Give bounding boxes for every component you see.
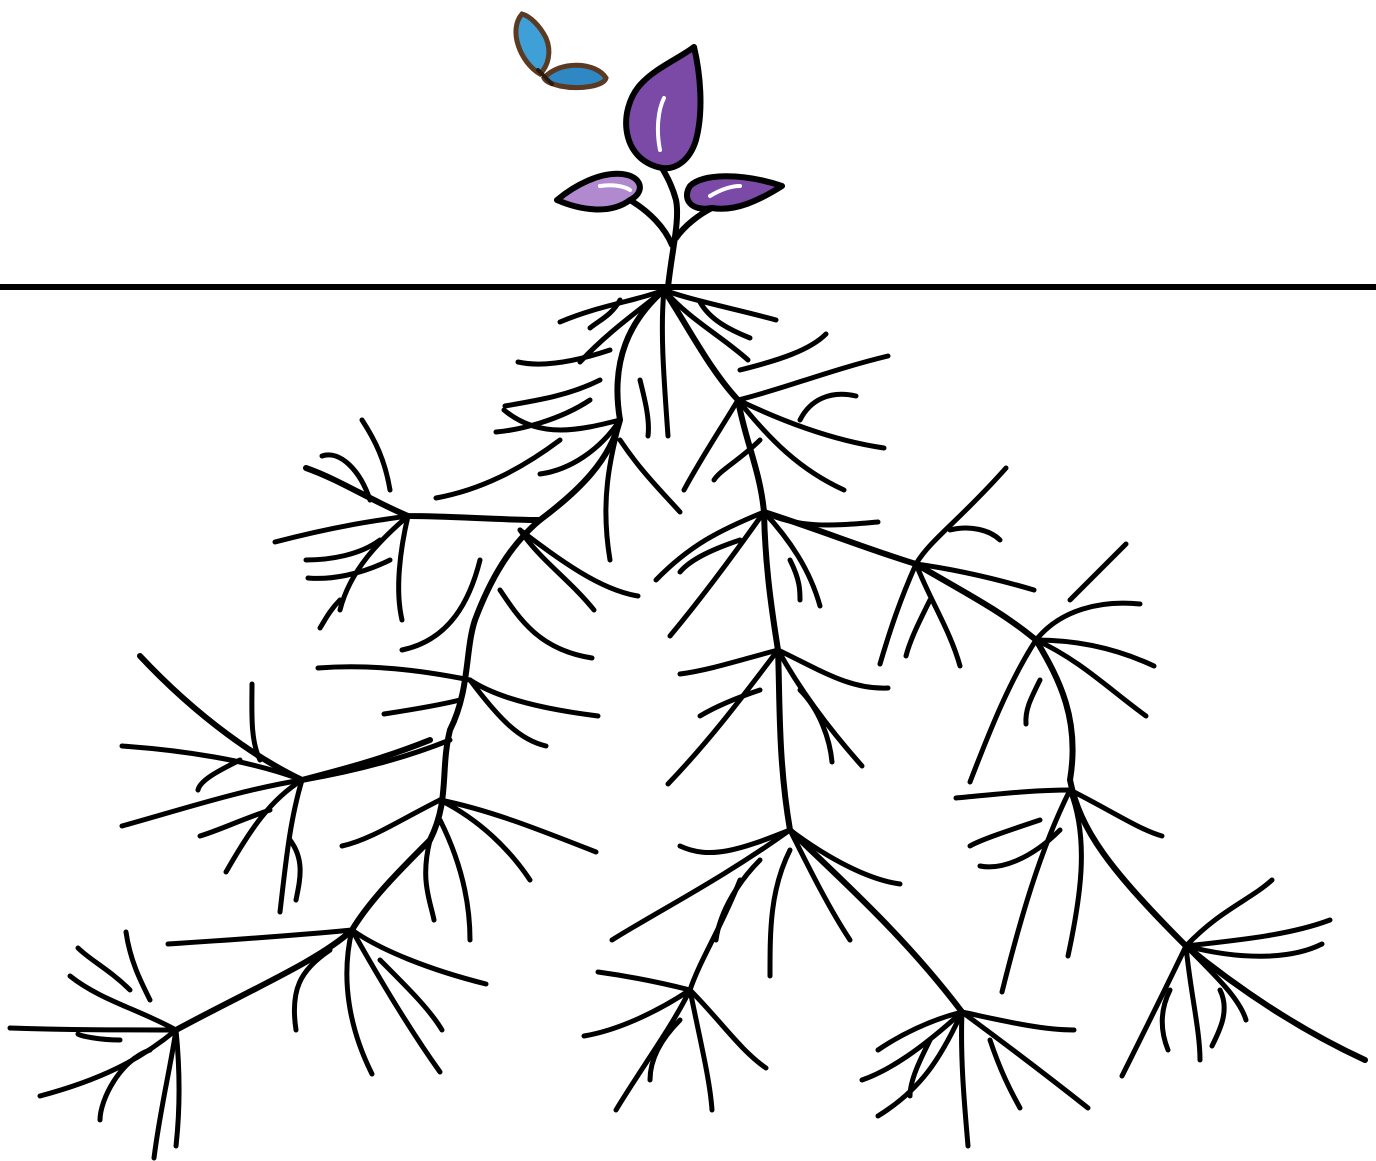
butterfly-icon bbox=[516, 14, 606, 88]
roots-illustration bbox=[10, 290, 1365, 1158]
